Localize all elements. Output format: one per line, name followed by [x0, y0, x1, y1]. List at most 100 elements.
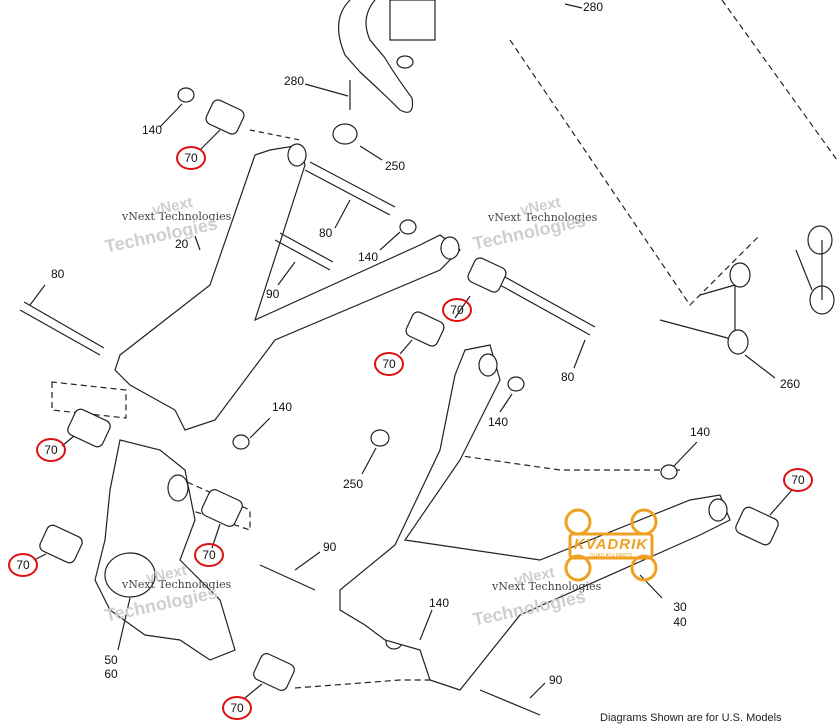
models-footnote: Diagrams Shown are for U.S. Models [600, 712, 782, 724]
leader-line [673, 441, 698, 467]
callout-40: 40 [673, 615, 687, 629]
assembly-boundary-line [721, 0, 837, 161]
upper-a-arm [114, 144, 461, 431]
assembly-boundary-line [51, 381, 127, 419]
watermark-text: vNext Technologies [488, 211, 598, 224]
callout-60: 60 [104, 667, 118, 681]
leader-line [573, 339, 586, 369]
leader-line [159, 103, 183, 128]
leader-line [529, 682, 546, 699]
bolt-80 [499, 284, 591, 336]
leader-line [419, 609, 433, 641]
nut-250 [370, 429, 390, 447]
assembly-boundary-line [249, 129, 301, 141]
bolt-80 [304, 169, 391, 216]
callout-260: 260 [780, 377, 801, 391]
lower-a-arm [339, 344, 731, 691]
assembly-boundary-line [454, 454, 680, 471]
sway-link-end [729, 262, 751, 288]
callout-70-highlighted: 70 [222, 696, 252, 720]
nut-140 [177, 87, 195, 103]
logo-tagline: QUAD ATV PARTS [589, 553, 633, 559]
callout-90: 90 [549, 673, 563, 687]
leader-line [361, 447, 377, 475]
leader-line [249, 417, 271, 439]
callout-20: 20 [175, 237, 189, 251]
bushing-70 [39, 524, 83, 564]
callout-140: 140 [358, 250, 379, 264]
nut-140 [507, 376, 525, 392]
callout-140: 140 [429, 596, 450, 610]
leader-line [399, 339, 413, 355]
callout-70-highlighted: 70 [8, 553, 38, 577]
bolt-90 [279, 232, 334, 263]
callout-90: 90 [323, 540, 337, 554]
sway-link-260 [699, 284, 736, 296]
nut-140 [232, 434, 250, 450]
callout-250: 250 [343, 477, 364, 491]
sway-link-260 [795, 249, 813, 291]
sway-link-end [727, 329, 749, 355]
leader-line [294, 551, 321, 571]
bolt-90 [274, 239, 331, 271]
leader-line [564, 3, 583, 9]
stabilizer-bushing [389, 0, 436, 41]
callout-80: 80 [319, 226, 333, 240]
hub-bore [104, 552, 156, 598]
callout-70-highlighted: 70 [783, 468, 813, 492]
callout-80: 80 [51, 267, 65, 281]
leader-line [334, 199, 351, 229]
callout-140: 140 [690, 425, 711, 439]
callout-80: 80 [561, 370, 575, 384]
callout-30: 30 [673, 600, 687, 614]
callout-250: 250 [385, 159, 406, 173]
leader-line [744, 354, 776, 379]
sway-link-260 [659, 319, 736, 341]
callout-50: 50 [104, 653, 118, 667]
callout-280: 280 [583, 0, 604, 14]
bushing-70 [253, 653, 295, 691]
bolt-90 [259, 564, 316, 591]
a-arm-pivot [440, 236, 460, 260]
leader-line [499, 393, 513, 413]
bushing-70 [405, 311, 445, 347]
sway-link-end [807, 225, 833, 255]
callout-90: 90 [266, 287, 280, 301]
callout-140: 140 [488, 415, 509, 429]
callout-70-highlighted: 70 [176, 146, 206, 170]
callout-70-highlighted: 70 [194, 543, 224, 567]
a-arm-pivot [478, 353, 498, 377]
leader-line [29, 284, 46, 306]
callout-280: 280 [284, 74, 305, 88]
leader-line [379, 231, 401, 251]
knuckle-pivot [167, 474, 189, 502]
watermark-text: vNext Technologies [122, 210, 232, 223]
leader-line [277, 261, 296, 286]
leader-line [769, 489, 793, 516]
bushing-70 [67, 408, 111, 448]
callout-140: 140 [272, 400, 293, 414]
stabilizer-bar [338, 0, 414, 113]
bolt-80 [23, 301, 105, 349]
callout-70-highlighted: 70 [374, 352, 404, 376]
callout-70-highlighted: 70 [442, 298, 472, 322]
assembly-boundary-line [294, 679, 430, 689]
bushing-70 [201, 489, 243, 527]
watermark-text: vNext Technologies [122, 578, 232, 591]
bolt-80 [309, 161, 396, 208]
watermark-text: vNext Technologies [492, 580, 602, 593]
leader-line [194, 235, 201, 251]
flange-nut-250 [332, 123, 358, 145]
kvadrik-logo [564, 508, 658, 582]
leader-line [117, 597, 131, 651]
callout-140: 140 [142, 123, 163, 137]
bolt-80 [19, 309, 101, 356]
bolt-80 [504, 276, 596, 328]
a-arm-pivot [287, 143, 307, 167]
logo-wordmark: KVADRIK [573, 536, 649, 553]
leader-line [304, 83, 349, 97]
bushing-70 [467, 257, 507, 293]
bolt-90 [479, 689, 541, 716]
stabilizer-nut [396, 55, 414, 69]
